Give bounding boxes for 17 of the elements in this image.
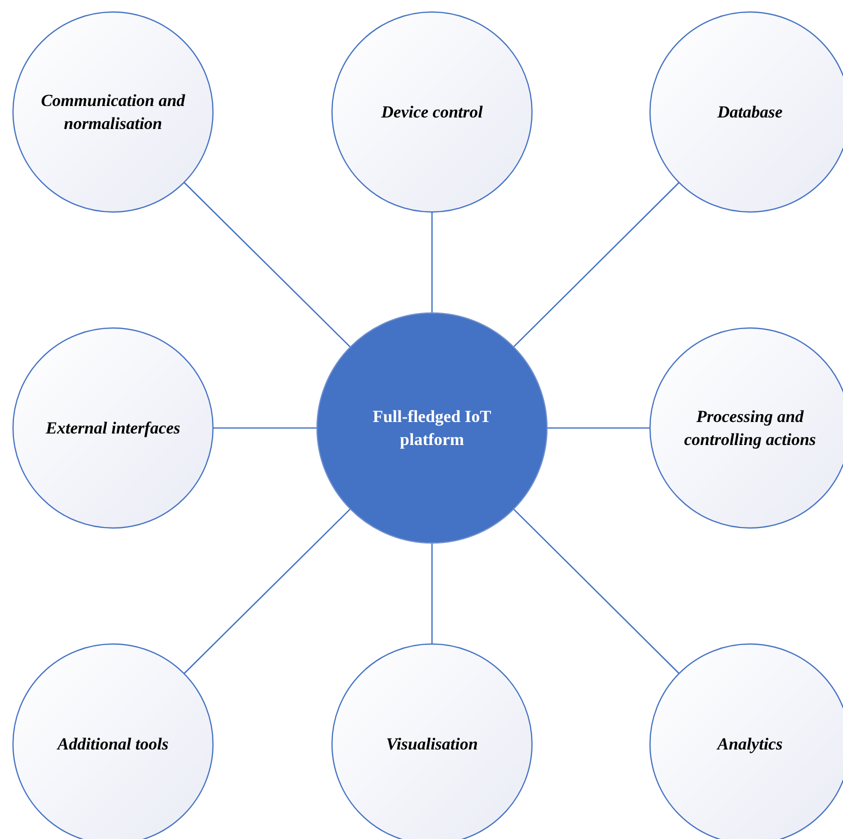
node-label: Processing and controlling actions [683, 406, 817, 451]
node-label: Device control [380, 102, 484, 124]
node-label: Additional tools [56, 734, 170, 756]
node-label: Database [716, 102, 784, 124]
connector-line [431, 543, 433, 644]
connector-line [431, 212, 433, 313]
connector-line [213, 427, 317, 429]
connector-line [547, 427, 650, 429]
node-label: Communication and normalisation [40, 90, 186, 135]
connector-line [184, 508, 351, 674]
connector-line [513, 182, 680, 348]
node-label: Visualisation [385, 734, 479, 756]
connector-line [513, 508, 680, 674]
node-label: External interfaces [44, 418, 182, 440]
connector-line [184, 182, 351, 348]
node-label: Full-fledged IoT platform [372, 406, 492, 451]
node-label: Analytics [716, 734, 784, 756]
